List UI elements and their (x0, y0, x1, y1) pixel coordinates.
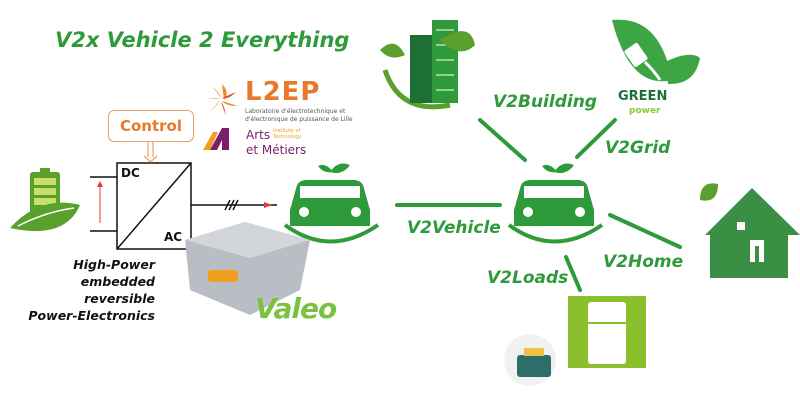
am-sub-block: Institute of Technology (273, 128, 301, 140)
converter-block (90, 162, 277, 250)
ac-current-arrow (264, 202, 272, 208)
am-row: Arts Institute of Technology (246, 128, 306, 143)
l2ep-text: L2EP (245, 77, 321, 107)
car-icon-center (507, 163, 604, 244)
car-icon-left (283, 163, 380, 244)
control-arrow (143, 141, 158, 163)
link-label-grid: V2Grid (605, 138, 671, 158)
converter-description: High-Power embedded reversible Power-Ele… (10, 256, 155, 324)
green-building-icon (380, 20, 475, 110)
diagram-title: V2x Vehicle 2 Everything (55, 28, 350, 52)
l2ep-sub-line: d'électronique de puissance de Lille (245, 116, 353, 123)
valeo-logo: Valeo (255, 292, 337, 325)
green-power-text: GREEN (618, 89, 667, 104)
ac-label: AC (164, 230, 183, 244)
battery-leaf-icon (10, 168, 80, 232)
am-sub: Technology (273, 134, 302, 140)
link-line-building (478, 118, 527, 162)
l2ep-logo (206, 84, 238, 116)
am-arts: Arts (246, 128, 271, 142)
l2ep-subtitle: Laboratoire d'électrotechnique et d'élec… (245, 108, 353, 124)
link-line-home (608, 213, 682, 249)
desc-line: High-Power (73, 257, 155, 272)
l2ep-sub-line: Laboratoire d'électrotechnique et (245, 108, 346, 115)
green-home-icon (700, 183, 800, 278)
link-label-vehicle: V2Vehicle (407, 218, 501, 238)
link-label-home: V2Home (603, 252, 684, 272)
green-power-logo: GREEN power (612, 19, 700, 116)
link-line-loads (564, 255, 582, 292)
link-label-loads: V2Loads (487, 268, 569, 288)
valeo-inverter-image (185, 222, 310, 315)
appliances-icon (504, 296, 646, 386)
desc-line: Power-Electronics (28, 308, 155, 323)
control-block: Control (108, 110, 194, 142)
dc-label: DC (121, 166, 140, 180)
am-text: Arts Institute of Technology et Métiers (246, 128, 306, 158)
arts-et-metiers-logo (203, 128, 229, 150)
am-sub: Institute of (273, 128, 301, 134)
desc-line: embedded reversible (80, 274, 155, 306)
power-text: power (629, 106, 661, 116)
link-line-grid (575, 118, 617, 159)
am-metiers: et Métiers (246, 143, 307, 157)
link-label-building: V2Building (493, 92, 597, 112)
